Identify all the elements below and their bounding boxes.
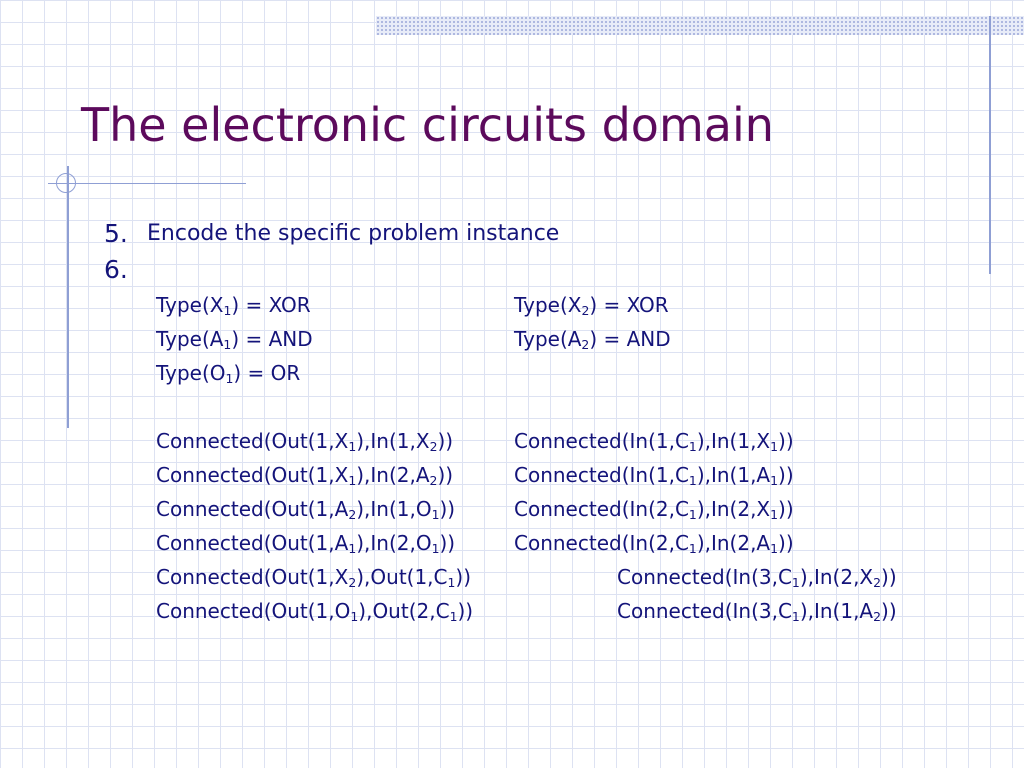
right-row-5: Connected(In(1,C1),In(1,A1))	[514, 463, 794, 489]
left-row-4: Connected(Out(1,X1),In(1,X2))	[156, 429, 454, 455]
left-row-7: Connected(Out(1,A1),In(2,O1))	[156, 531, 456, 557]
left-row-9: Connected(Out(1,O1),Out(2,C1))	[156, 599, 474, 625]
title-underline-rule	[48, 183, 246, 184]
right-row-1: Type(X2) = XOR	[514, 293, 669, 319]
list-number-5: 5.	[104, 219, 128, 248]
right-row-2: Type(A2) = AND	[514, 327, 671, 353]
left-row-1: Type(X1) = XOR	[156, 293, 311, 319]
list-item-5-text: Encode the specific problem instance	[147, 221, 560, 246]
left-row-5: Connected(Out(1,X1),In(2,A2))	[156, 463, 454, 489]
right-row-4: Connected(In(1,C1),In(1,X1))	[514, 429, 794, 455]
right-row-7: Connected(In(2,C1),In(2,A1))	[514, 531, 794, 557]
list-number-6: 6.	[104, 255, 128, 284]
slide-title: The electronic circuits domain	[81, 98, 774, 152]
crosshair-circle-icon	[56, 173, 76, 193]
left-row-6: Connected(Out(1,A2),In(1,O1))	[156, 497, 456, 523]
left-row-3: Type(O1) = OR	[156, 361, 301, 387]
right-row-6: Connected(In(2,C1),In(2,X1))	[514, 497, 794, 523]
left-row-2: Type(A1) = AND	[156, 327, 313, 353]
right-row-8: Connected(In(3,C1),In(2,X2))	[617, 565, 897, 591]
right-row-9: Connected(In(3,C1),In(1,A2))	[617, 599, 897, 625]
header-dot-band	[376, 16, 1024, 35]
left-vertical-rule	[67, 166, 69, 428]
left-row-8: Connected(Out(1,X2),Out(1,C1))	[156, 565, 472, 591]
right-vertical-rule	[989, 16, 991, 274]
